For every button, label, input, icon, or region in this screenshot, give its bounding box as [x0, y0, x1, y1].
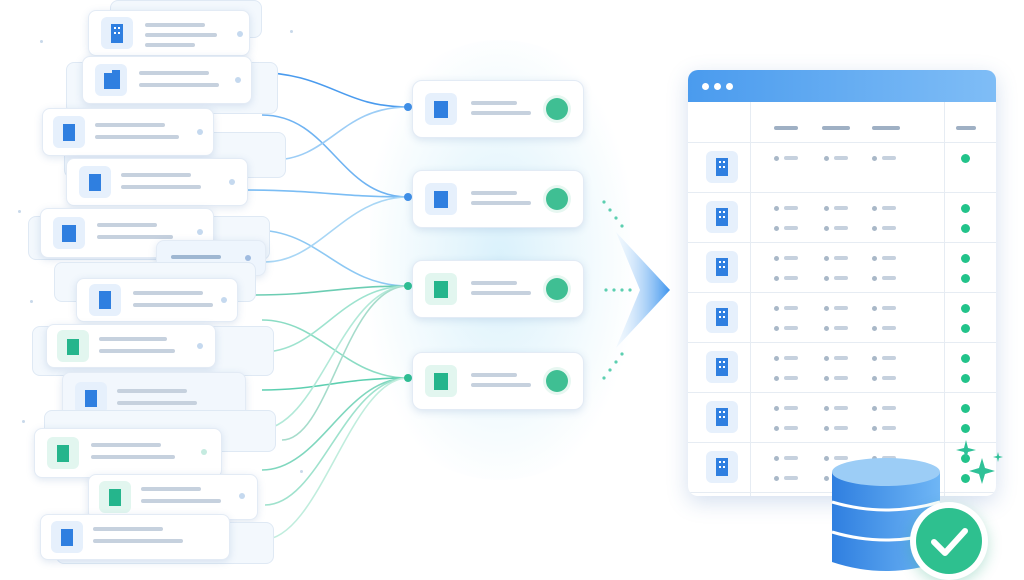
- sparkle-icon: [956, 440, 1003, 484]
- building-icon: [101, 17, 133, 49]
- status-dot: [961, 424, 970, 433]
- building-icon: [706, 301, 738, 333]
- source-card: [34, 428, 222, 478]
- status-dot: [961, 474, 970, 483]
- check-icon: [543, 95, 571, 123]
- building-icon: [706, 451, 738, 483]
- building-icon: [89, 284, 121, 316]
- merged-card: [412, 352, 584, 410]
- window-titlebar: [688, 70, 996, 102]
- source-card: [82, 56, 252, 104]
- building-icon: [75, 382, 107, 414]
- building-icon: [79, 166, 111, 198]
- status-dot: [961, 354, 970, 363]
- building-icon: [425, 93, 457, 125]
- building-icon: [51, 521, 83, 553]
- source-card: [40, 514, 230, 560]
- check-icon: [910, 502, 988, 580]
- building-icon: [47, 437, 79, 469]
- table-window: [688, 70, 996, 496]
- status-dot: [961, 454, 970, 463]
- check-icon: [543, 367, 571, 395]
- building-icon: [706, 151, 738, 183]
- table-row: [688, 192, 996, 242]
- building-icon: [425, 273, 457, 305]
- status-dot: [961, 374, 970, 383]
- source-card: [88, 474, 258, 520]
- building-icon: [706, 251, 738, 283]
- status-dot: [961, 304, 970, 313]
- merged-card: [412, 170, 584, 228]
- source-card: [40, 208, 214, 258]
- arrow-right-icon: [602, 200, 670, 380]
- building-icon: [706, 201, 738, 233]
- status-dot: [961, 324, 970, 333]
- building-icon: [57, 330, 89, 362]
- status-dot: [961, 204, 970, 213]
- table-row: [688, 392, 996, 442]
- building-icon: [95, 64, 127, 96]
- status-dot: [961, 154, 970, 163]
- building-icon: [99, 481, 131, 513]
- source-card: [88, 10, 250, 56]
- building-icon: [53, 116, 85, 148]
- check-icon: [543, 185, 571, 213]
- building-icon: [425, 365, 457, 397]
- source-card: [46, 324, 216, 368]
- source-card: [42, 108, 214, 156]
- source-card: [76, 278, 238, 322]
- building-icon: [425, 183, 457, 215]
- merged-card: [412, 260, 584, 318]
- status-dot: [961, 254, 970, 263]
- merged-card: [412, 80, 584, 138]
- status-dot: [961, 404, 970, 413]
- building-icon: [706, 351, 738, 383]
- table-row: [688, 342, 996, 392]
- building-icon: [706, 401, 738, 433]
- building-icon: [53, 217, 85, 249]
- source-card: [66, 158, 248, 206]
- status-dot: [961, 224, 970, 233]
- table-row: [688, 242, 996, 292]
- status-dot: [961, 274, 970, 283]
- table-row: [688, 142, 996, 192]
- table-row: [688, 292, 996, 342]
- check-icon: [543, 275, 571, 303]
